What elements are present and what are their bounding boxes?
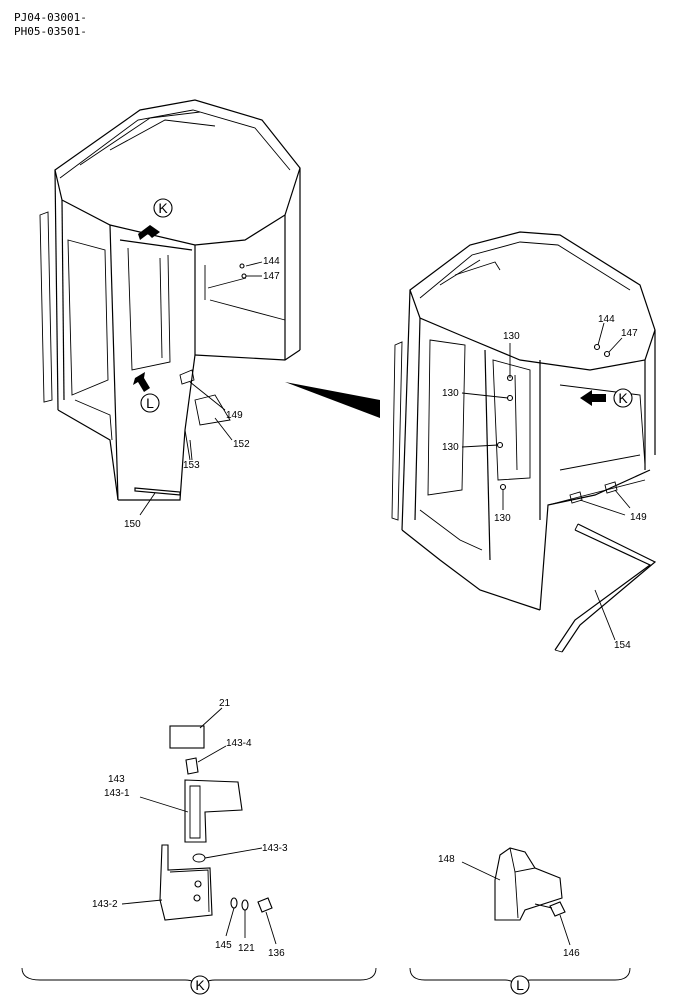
part-label-130-top: 130 bbox=[503, 331, 520, 342]
part-label-147: 147 bbox=[263, 271, 280, 282]
part-label-154: 154 bbox=[614, 640, 631, 651]
part-label-143-4: 143-4 bbox=[226, 738, 252, 749]
part-label-146: 146 bbox=[563, 948, 580, 959]
detail-l-brace: L bbox=[409, 967, 631, 995]
part-label-143-2: 143-2 bbox=[92, 899, 118, 910]
part-label-149: 149 bbox=[226, 410, 243, 421]
view-k-callout-left: K bbox=[158, 200, 168, 216]
part-label-150: 150 bbox=[124, 519, 141, 530]
part-label-143-3: 143-3 bbox=[262, 843, 288, 854]
part-label-130-middle: 130 bbox=[442, 442, 459, 453]
part-label-130-bottom: 130 bbox=[494, 513, 511, 524]
part-label-121: 121 bbox=[238, 943, 255, 954]
part-label-136: 136 bbox=[268, 948, 285, 959]
cab-frame-left bbox=[39, 99, 301, 501]
serial-range-1: PJ04-03001- bbox=[14, 11, 87, 24]
detail-k-parts bbox=[121, 707, 277, 945]
part-label-144-right: 144 bbox=[598, 314, 615, 325]
enlarge-wedge bbox=[285, 382, 380, 418]
view-k-callout-right: K bbox=[618, 390, 628, 406]
part-label-148: 148 bbox=[438, 854, 455, 865]
part-label-21: 21 bbox=[219, 698, 231, 709]
view-k-pointer-right: K bbox=[580, 388, 633, 408]
cab-frame-right bbox=[391, 231, 657, 653]
part-label-147-right: 147 bbox=[621, 328, 638, 339]
detail-k-label: K bbox=[195, 977, 205, 993]
drawing-serial-header: PJ04-03001- PH05-03501- bbox=[14, 11, 87, 39]
part-label-144: 144 bbox=[263, 256, 280, 267]
part-label-149-right: 149 bbox=[630, 512, 647, 523]
part-label-153: 153 bbox=[183, 460, 200, 471]
part-label-152: 152 bbox=[233, 439, 250, 450]
serial-range-2: PH05-03501- bbox=[14, 25, 87, 38]
detail-k-brace: K bbox=[21, 967, 377, 995]
part-label-130-upper: 130 bbox=[442, 388, 459, 399]
view-k-pointer-left: K bbox=[138, 198, 173, 240]
part-label-143: 143 bbox=[108, 774, 125, 785]
detail-l-label: L bbox=[516, 977, 524, 993]
view-l-pointer-left: L bbox=[133, 372, 160, 413]
part-label-143-1: 143-1 bbox=[104, 788, 130, 799]
view-l-callout-left: L bbox=[146, 395, 154, 411]
part-label-145: 145 bbox=[215, 940, 232, 951]
detail-l-parts bbox=[461, 847, 571, 946]
